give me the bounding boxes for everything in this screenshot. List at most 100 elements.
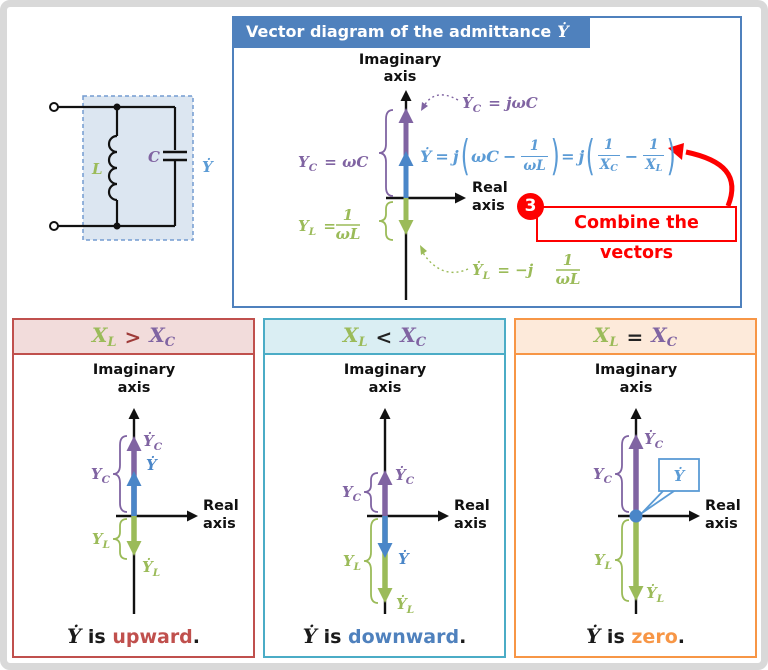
formula-minus2: −: [624, 146, 639, 166]
yc-brace: [363, 472, 379, 513]
real-axis-label-1: Real: [454, 498, 490, 514]
real-axis: [367, 510, 449, 522]
imaginary-axis-label-1: Imaginary: [93, 362, 176, 378]
yc-brace: [614, 435, 630, 513]
real-axis-label-1: Real: [203, 498, 239, 514]
y-vector-arrow: [126, 471, 142, 516]
panel3-header: XL = XC: [516, 320, 755, 355]
y-vector-arrow: [398, 151, 414, 198]
real-axis: [116, 510, 198, 522]
yl-vector-arrow: [398, 198, 414, 235]
capacitor-label: C: [148, 148, 160, 166]
yl-brace: [614, 519, 630, 602]
panel2-caption: Ẏ is downward.: [302, 624, 467, 648]
formula-j2: j: [578, 146, 585, 166]
panel3-caption: Ẏ is zero.: [586, 624, 685, 648]
formula-wc-term: ωC: [471, 146, 499, 166]
yc-magnitude-label: YC: [342, 483, 362, 504]
inductor-label: L: [91, 160, 103, 178]
real-axis: [386, 192, 466, 204]
formula-j1: j: [452, 146, 459, 166]
yl-brace: [378, 201, 394, 241]
yl-vector-label: ẎL: [646, 583, 664, 605]
title-math: Ẏ: [557, 22, 569, 41]
formula-minus1: −: [502, 146, 517, 166]
case-panel-xl-greater-xc: XL > XC Imaginary axis Real axis: [12, 318, 255, 658]
bottom-terminal: [49, 221, 59, 231]
imaginary-axis-label-2: axis: [369, 380, 402, 396]
yl-vector-label: ẎL = −j: [472, 260, 534, 282]
yc-magnitude-label: YC: [91, 465, 111, 486]
yl-brace: [112, 518, 128, 560]
real-axis-label-2: axis: [472, 198, 505, 214]
step-3-badge: 3: [517, 193, 544, 220]
formula-rparen1: ): [550, 131, 560, 180]
yc-vector-label: ẎC: [395, 465, 415, 487]
yc-callout-connector: [423, 94, 459, 107]
formula-rparen2: ): [667, 131, 677, 180]
y-callout-label: Ẏ: [674, 466, 686, 485]
real-axis-label-1: Real: [705, 498, 741, 514]
inductor-coil: [107, 134, 118, 202]
yl-callout-arrowhead: [420, 245, 427, 255]
formula-frac-1-over-xl: 1 XL: [643, 137, 665, 174]
yc-brace: [378, 109, 394, 197]
svg-text:1: 1: [563, 251, 573, 269]
real-axis-label-2: axis: [705, 516, 738, 532]
yc-vector-label: ẎC: [644, 429, 664, 451]
formula-lparen2: (: [586, 131, 596, 180]
y-vector-arrow: [377, 516, 393, 558]
imaginary-axis-label-1: Imaginary: [344, 362, 427, 378]
yl-magnitude-label: YL =: [298, 217, 336, 238]
formula-lparen1: (: [460, 131, 470, 180]
top-terminal: [49, 102, 59, 112]
formula-eq2: =: [561, 146, 575, 166]
imaginary-axis-label-1: Imaginary: [595, 362, 678, 378]
admittance-label: Ẏ: [202, 157, 214, 176]
panel3-vector-diagram: Imaginary axis Real axis YC YL ẎC ẎL: [593, 362, 741, 614]
main-panel-title: Vector diagram of the admittance Ẏ: [232, 16, 590, 48]
yc-vector-label: ẎC = jωC: [462, 93, 538, 115]
yc-vector-arrow: [628, 434, 644, 516]
yl-magnitude-label: YL: [92, 530, 110, 551]
real-axis-label-2: axis: [203, 516, 236, 532]
y-zero-callout: Ẏ: [641, 458, 700, 514]
panel2-header: XL < XC: [265, 320, 504, 355]
yc-vector-arrow: [377, 470, 393, 516]
title-text: Vector diagram of the admittance: [246, 22, 552, 41]
svg-text:ωL: ωL: [556, 270, 581, 288]
lc-circuit-diagram: L C Ẏ: [49, 95, 214, 241]
formula-lhs: Ẏ: [420, 146, 432, 166]
imaginary-axis-label-1: Imaginary: [359, 52, 442, 68]
panel1-vector-diagram: Imaginary axis Real axis YC YL ẎC Ẏ ẎL: [91, 362, 239, 614]
yc-vector-label: ẎC: [143, 431, 163, 453]
yl-magnitude-label: YL: [594, 551, 612, 572]
svg-text:1: 1: [343, 206, 353, 224]
formula-eq1: =: [435, 146, 449, 166]
yc-magnitude-label: YC: [593, 465, 613, 486]
yl-magnitude-label: YL: [343, 552, 361, 573]
yl-vector-label: ẎL: [142, 557, 160, 579]
imaginary-axis-label-2: axis: [384, 69, 417, 85]
yl-vector-arrow: [628, 516, 644, 601]
case-panel-xl-equal-xc: XL = XC Imaginary axis Real axis: [514, 318, 757, 658]
yc-callout-arrowhead: [421, 102, 428, 111]
formula-frac-1-over-wl: 1 ωL: [521, 138, 548, 174]
formula-frac-1-over-xc: 1 XC: [597, 137, 620, 174]
imaginary-axis-label-2: axis: [118, 380, 151, 396]
admittance-formula: Ẏ = j ( ωC − 1 ωL ) = j ( 1 XC − 1 XL ): [418, 130, 676, 182]
panel1-caption: Ẏ is upward.: [66, 624, 201, 648]
yl-vector-arrow: [126, 516, 142, 556]
panel1-header: XL > XC: [14, 320, 253, 355]
combine-vectors-callout: Combine the vectors: [536, 206, 737, 263]
yc-brace: [112, 435, 128, 513]
case-panel-xl-less-xc: XL < XC Imaginary axis Real axis: [263, 318, 506, 658]
main-vector-diagram: Imaginary axis Real axis YC = ωC YL: [298, 52, 735, 300]
yl-brace: [363, 518, 379, 604]
yl-vector-fraction: 1 ωL: [556, 251, 581, 288]
imaginary-axis-label-2: axis: [620, 380, 653, 396]
yl-vector-label: ẎL: [396, 594, 414, 616]
y-vector-label: Ẏ: [398, 549, 410, 568]
